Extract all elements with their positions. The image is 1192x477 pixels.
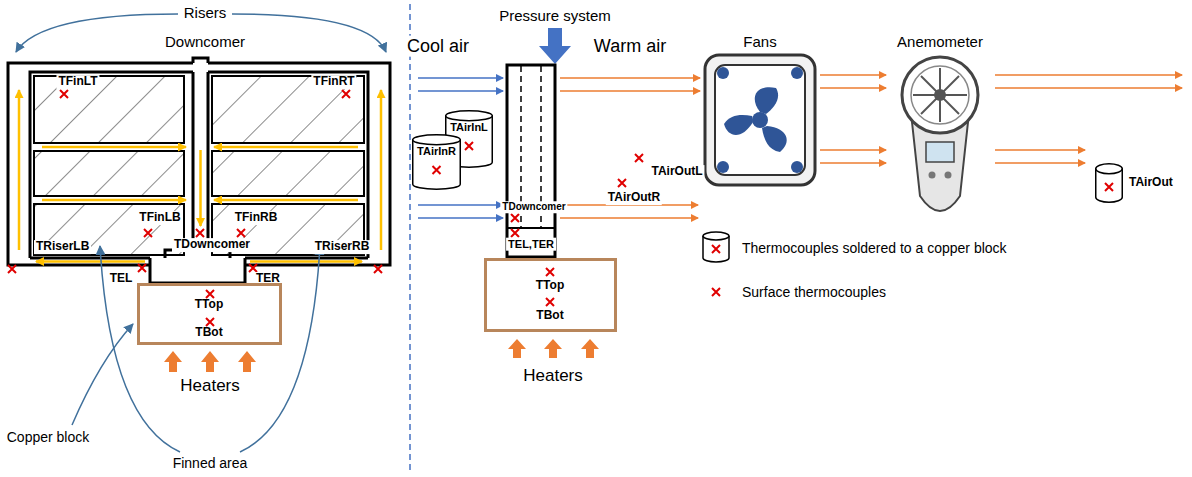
copper-block: TTopTBot — [484, 258, 617, 332]
cylinder-part — [413, 139, 461, 189]
part-label: Cool air — [405, 36, 471, 57]
thermocouple-name: TBot — [195, 326, 222, 340]
part-label: Heaters — [178, 376, 242, 396]
part-label: Risers — [182, 4, 229, 21]
part-label: Heaters — [521, 366, 585, 386]
part-label: Warm air — [592, 36, 668, 57]
cylinder-part — [1096, 164, 1123, 174]
part-label: TFinRT — [311, 75, 356, 89]
thermocouple-mark — [433, 166, 441, 174]
thermocouple-name: TAirOut — [1129, 176, 1173, 190]
part-label: Anemometer — [895, 33, 985, 50]
thermocouple-name: TAirInL — [450, 121, 488, 134]
thermocouple-cylinder: TAirOut — [1095, 163, 1123, 203]
part-label: TRiserLB — [34, 240, 91, 254]
part-label: TDowncomer — [172, 238, 252, 252]
thermocouple-name: TBot — [536, 309, 563, 323]
thermocouple-mark — [465, 142, 473, 150]
part-label: TAirOutR — [606, 191, 662, 205]
cylinder-shape — [1095, 163, 1123, 203]
thermocouple-cylinder: TAirInR — [412, 134, 461, 190]
thermocouple-name: TTop — [195, 298, 223, 312]
part-label: TFinLT — [56, 75, 99, 89]
cylinder-shape — [412, 134, 461, 190]
part-label: TEL — [108, 272, 135, 286]
part-label: TAirOutL — [649, 165, 704, 179]
part-label: Finned area — [171, 455, 250, 471]
thermocouple-name: TTop — [536, 279, 564, 293]
part-label: TFinRB — [233, 211, 280, 225]
thermocouple-mark — [1105, 183, 1113, 191]
part-label: Pressure system — [497, 7, 613, 24]
copper-block: TTopTBot — [137, 283, 282, 345]
part-label: TDowncomer — [500, 201, 567, 213]
part-label: Fans — [741, 33, 778, 50]
part-label: TFinLB — [137, 211, 182, 225]
cylinder-part — [413, 135, 461, 145]
legend-text: Surface thermocouples — [740, 284, 888, 300]
legend-text: Thermocouples soldered to a copper block — [740, 240, 1009, 256]
part-label: TRiserRB — [313, 240, 372, 254]
part-label: Downcomer — [163, 33, 247, 50]
cylinder-part — [446, 111, 493, 121]
part-label: TEL,TER — [506, 238, 556, 251]
part-label: Copper block — [5, 429, 92, 445]
thermocouple-name: TAirInR — [417, 145, 456, 158]
